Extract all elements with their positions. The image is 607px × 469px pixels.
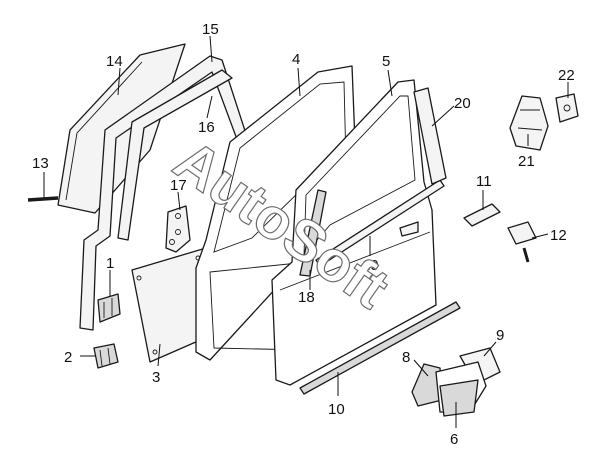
part-17-hinge-plate bbox=[165, 205, 191, 253]
callout-11: 11 bbox=[476, 173, 492, 190]
callout-17: 17 bbox=[170, 177, 187, 194]
callout-4: 4 bbox=[292, 51, 300, 68]
callout-8: 8 bbox=[402, 349, 410, 366]
part-10-side-molding bbox=[299, 301, 461, 395]
callout-10: 10 bbox=[328, 401, 345, 418]
part-1-upper-hinge bbox=[97, 293, 121, 323]
part-22-striker bbox=[555, 93, 579, 123]
callout-16: 16 bbox=[198, 119, 215, 136]
part-12-lock-cylinder bbox=[507, 221, 537, 263]
callout-15: 15 bbox=[202, 21, 219, 38]
callout-5: 5 bbox=[382, 53, 390, 70]
callout-20: 20 bbox=[454, 95, 471, 112]
callout-3: 3 bbox=[152, 369, 160, 386]
part-3-access-panel bbox=[131, 247, 207, 363]
part-16-division-bar bbox=[117, 69, 233, 241]
part-20-weatherstrip bbox=[413, 87, 447, 185]
part-5-outer-door-panel bbox=[271, 79, 437, 386]
part-6-mirror-housing bbox=[435, 361, 487, 417]
callout-19: 19 bbox=[362, 257, 379, 274]
part-19-belt-molding bbox=[315, 179, 445, 267]
callout-12: 12 bbox=[550, 227, 567, 244]
part-18-regulator-bar bbox=[299, 189, 327, 277]
callout-14: 14 bbox=[106, 53, 123, 70]
callout-22: 22 bbox=[558, 67, 575, 84]
leader-lines bbox=[43, 35, 569, 428]
part-13-rod bbox=[27, 196, 59, 202]
part-11-handle-cover bbox=[463, 203, 501, 227]
callout-labels: 14 15 16 17 13 1 2 3 4 5 20 11 12 21 22 … bbox=[32, 21, 575, 448]
callout-18: 18 bbox=[298, 289, 315, 306]
callout-6: 6 bbox=[450, 431, 458, 448]
callout-9: 9 bbox=[496, 327, 504, 344]
callout-21: 21 bbox=[518, 153, 535, 170]
part-4-door-shell bbox=[195, 65, 381, 361]
callout-2: 2 bbox=[64, 349, 72, 366]
part-2-lower-hinge bbox=[93, 343, 119, 369]
callout-1: 1 bbox=[106, 255, 114, 272]
part-21-latch bbox=[509, 95, 549, 151]
callout-13: 13 bbox=[32, 155, 49, 172]
